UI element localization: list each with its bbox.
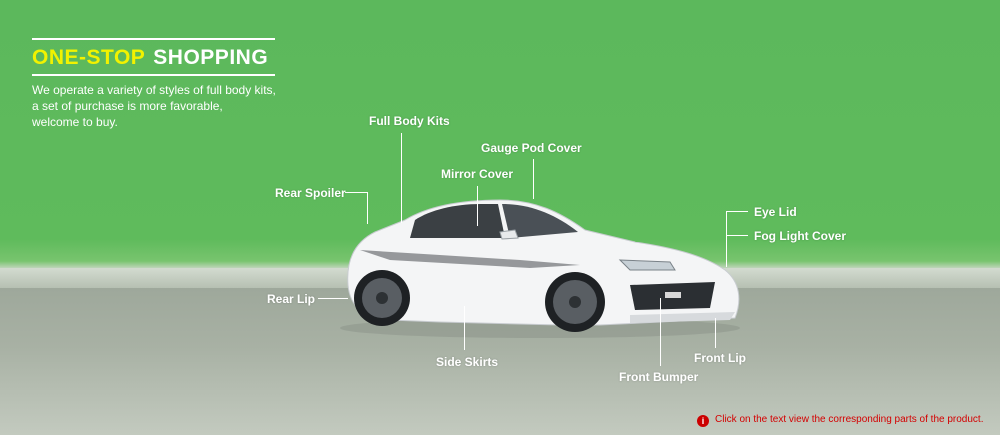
leader-rear-spoiler-v: [367, 192, 368, 224]
leader-rear-lip: [318, 298, 348, 299]
leader-eye-fog: [726, 211, 727, 267]
part-eye-lid-link[interactable]: Eye Lid: [754, 205, 797, 219]
part-front-bumper-link[interactable]: Front Bumper: [619, 370, 699, 384]
info-icon: i: [697, 415, 709, 427]
part-side-skirts-link[interactable]: Side Skirts: [436, 355, 499, 369]
instruction-note: i Click on the text view the correspondin…: [697, 414, 983, 427]
title-top-rule: [32, 38, 275, 40]
leader-full-body-kits: [401, 133, 402, 223]
title-rest: SHOPPING: [153, 46, 269, 69]
leader-eye-lid-h: [726, 211, 748, 212]
part-rear-lip-link[interactable]: Rear Lip: [267, 292, 316, 306]
title-highlight: ONE-STOP: [32, 46, 146, 69]
title-bottom-rule: [32, 74, 275, 76]
part-fog-light-cover-link[interactable]: Fog Light Cover: [754, 229, 846, 243]
leader-front-bumper: [660, 298, 661, 366]
leader-fog-light-h: [726, 235, 748, 236]
description-line: a set of purchase is more favorable,: [32, 99, 223, 113]
part-rear-spoiler-link[interactable]: Rear Spoiler: [275, 186, 346, 200]
leader-rear-spoiler-h: [345, 192, 367, 193]
page-title: ONE-STOP SHOPPING: [32, 46, 268, 70]
instruction-text: Click on the text view the corresponding…: [715, 414, 984, 425]
part-mirror-cover-link[interactable]: Mirror Cover: [441, 167, 514, 181]
leader-side-skirts: [464, 306, 465, 350]
leader-mirror-cover: [477, 186, 478, 226]
car-image: [340, 199, 740, 338]
part-gauge-pod-cover-link[interactable]: Gauge Pod Cover: [481, 141, 582, 155]
description-line: welcome to buy.: [32, 115, 118, 129]
leader-front-lip: [715, 318, 716, 348]
description-line: We operate a variety of styles of full b…: [32, 83, 276, 97]
description: We operate a variety of styles of full b…: [32, 82, 292, 130]
part-front-lip-link[interactable]: Front Lip: [694, 351, 746, 365]
leader-gauge-pod-cover: [533, 159, 534, 199]
part-full-body-kits-link[interactable]: Full Body Kits: [369, 114, 450, 128]
